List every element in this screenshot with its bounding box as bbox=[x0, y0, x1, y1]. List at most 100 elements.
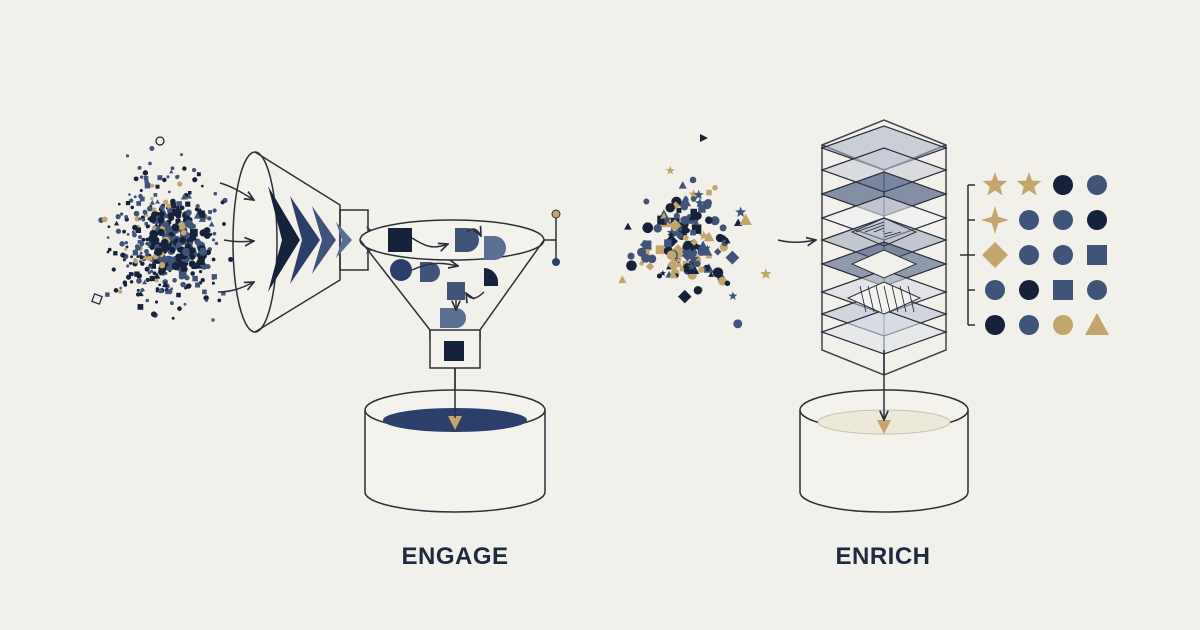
data-particle bbox=[725, 250, 740, 265]
data-particle bbox=[160, 268, 166, 275]
data-particle bbox=[675, 225, 682, 232]
data-particle bbox=[166, 265, 172, 272]
data-particle bbox=[107, 247, 112, 252]
data-particle bbox=[211, 257, 216, 262]
funnel-icon bbox=[217, 151, 561, 420]
data-particle bbox=[167, 207, 173, 213]
layered-cube-icon bbox=[820, 119, 948, 376]
data-particle bbox=[125, 245, 129, 249]
data-particle bbox=[180, 281, 186, 288]
data-particle bbox=[111, 267, 116, 272]
data-particle bbox=[697, 248, 705, 256]
data-particle bbox=[176, 174, 180, 178]
data-particle bbox=[657, 215, 667, 225]
data-particle bbox=[115, 213, 121, 220]
data-particle bbox=[155, 136, 165, 146]
data-particle bbox=[678, 289, 692, 304]
data-particle bbox=[724, 237, 731, 244]
data-particle bbox=[713, 247, 722, 256]
data-particle bbox=[660, 212, 668, 219]
data-particle bbox=[145, 277, 150, 282]
data-particle bbox=[157, 216, 165, 224]
data-particle bbox=[144, 266, 150, 272]
data-particle bbox=[671, 228, 681, 238]
circle-slate-glyph bbox=[1019, 210, 1039, 230]
engage-caption: ENGAGE bbox=[401, 543, 509, 570]
data-particle bbox=[691, 224, 702, 234]
data-particle bbox=[137, 240, 142, 244]
data-particle bbox=[172, 208, 176, 211]
data-particle bbox=[128, 193, 131, 196]
data-particle bbox=[182, 247, 191, 257]
data-particle bbox=[698, 230, 709, 241]
data-particle bbox=[118, 289, 123, 294]
data-particle bbox=[704, 198, 712, 207]
data-particle bbox=[690, 208, 697, 216]
data-particle bbox=[141, 217, 146, 222]
data-particle bbox=[134, 216, 141, 222]
data-particle bbox=[139, 255, 144, 260]
data-particle bbox=[674, 256, 683, 264]
data-particle bbox=[129, 261, 132, 265]
data-particle bbox=[114, 220, 120, 226]
data-particle bbox=[664, 239, 672, 247]
data-particle bbox=[142, 279, 148, 285]
data-particle bbox=[195, 282, 201, 288]
data-particle bbox=[688, 189, 699, 199]
data-particle bbox=[642, 222, 654, 234]
data-particle bbox=[132, 250, 139, 256]
data-particle bbox=[136, 278, 142, 284]
data-particle bbox=[192, 259, 203, 269]
diamond4-tan-glyph bbox=[981, 206, 1009, 234]
data-particle bbox=[126, 232, 130, 236]
cube-pattern bbox=[850, 217, 918, 279]
data-particle bbox=[197, 210, 205, 218]
data-particle bbox=[91, 293, 103, 305]
data-particle bbox=[739, 213, 752, 225]
data-particle bbox=[147, 255, 153, 261]
data-particle bbox=[135, 292, 141, 297]
cube-layer bbox=[820, 309, 948, 355]
data-particle bbox=[666, 250, 677, 261]
data-particle bbox=[177, 181, 183, 187]
cube-pattern bbox=[846, 281, 922, 315]
data-particle bbox=[139, 188, 143, 193]
data-particle bbox=[158, 288, 163, 294]
data-particle bbox=[124, 241, 128, 245]
data-particle bbox=[160, 238, 169, 247]
data-particle bbox=[676, 207, 682, 213]
data-particle bbox=[189, 228, 198, 237]
data-particle bbox=[159, 204, 165, 211]
data-particle bbox=[690, 196, 697, 202]
data-particle bbox=[137, 304, 144, 310]
data-particle bbox=[170, 202, 177, 209]
data-particle bbox=[191, 167, 197, 173]
data-particle bbox=[144, 222, 148, 226]
data-particle bbox=[687, 261, 697, 271]
data-particle bbox=[681, 203, 688, 211]
data-particle bbox=[211, 281, 215, 285]
data-particle bbox=[684, 227, 690, 234]
data-particle bbox=[661, 214, 672, 224]
data-particle bbox=[175, 205, 180, 211]
data-particle bbox=[125, 274, 132, 280]
data-particle bbox=[668, 270, 678, 279]
data-particle bbox=[129, 198, 134, 203]
data-particle bbox=[213, 191, 218, 196]
data-particle bbox=[656, 273, 663, 279]
data-particle bbox=[643, 198, 650, 205]
data-particle bbox=[659, 270, 666, 276]
circle-navy-glyph bbox=[985, 315, 1005, 335]
data-particle bbox=[171, 223, 180, 232]
data-particle bbox=[145, 298, 150, 303]
circle-slate-glyph bbox=[985, 280, 1005, 300]
data-particle bbox=[136, 288, 140, 292]
data-particle bbox=[133, 176, 139, 182]
data-particle bbox=[186, 193, 192, 199]
data-particle bbox=[142, 254, 149, 260]
data-particle bbox=[101, 216, 108, 223]
data-particle bbox=[140, 288, 145, 292]
data-particle bbox=[150, 183, 155, 188]
data-particle bbox=[719, 234, 729, 244]
